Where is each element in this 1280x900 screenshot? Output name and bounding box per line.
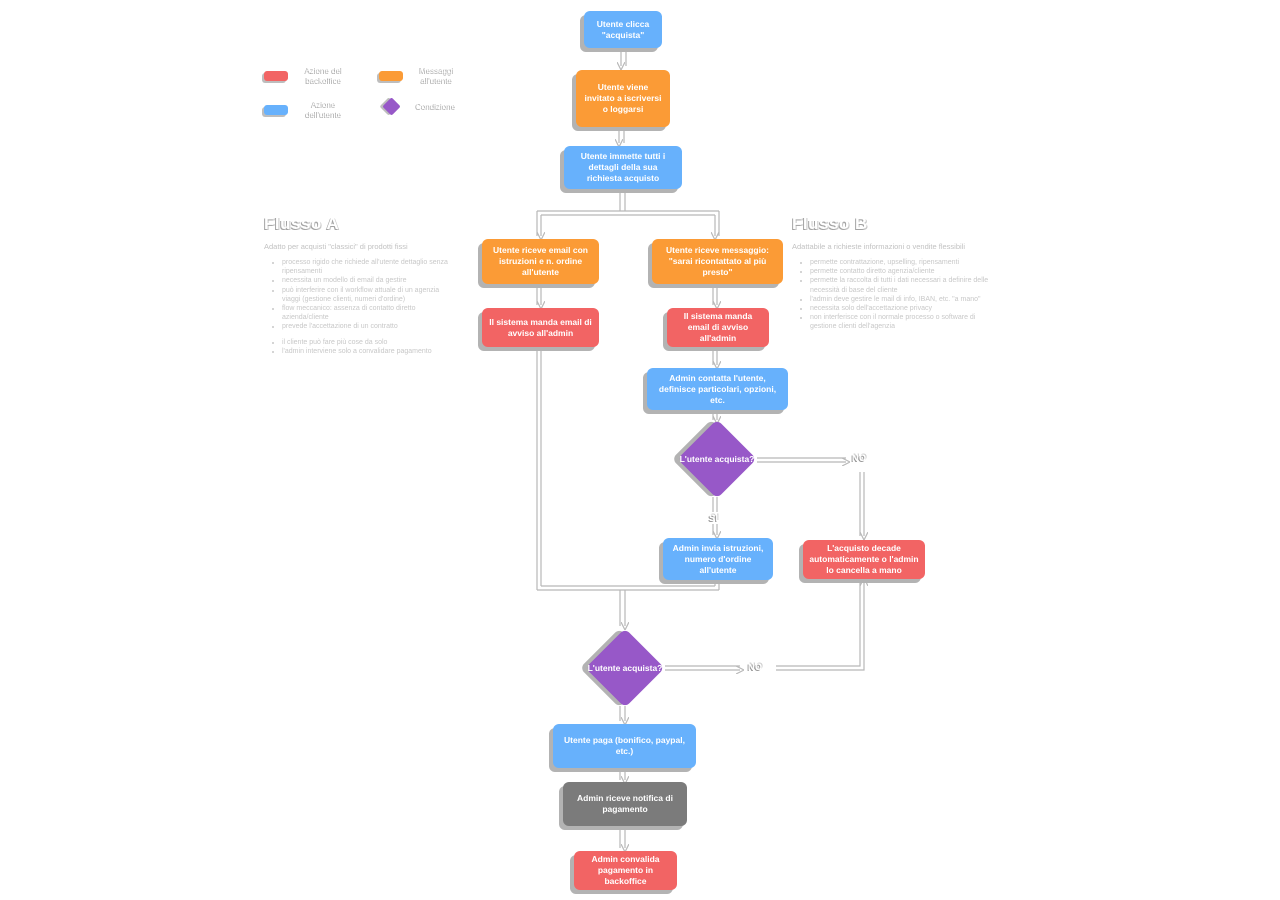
legend-item-user: Azione dell'utente [264,100,352,120]
condition-label: L'utente acquista? [679,454,755,464]
node-b-admin-contact[interactable]: Admin contatta l'utente, definisce parti… [647,368,788,410]
flux-b-subtitle: Adattabile a richieste informazioni o ve… [792,242,966,251]
node-admin-validates-payment[interactable]: Admin convalida pagamento in backoffice [574,851,677,890]
wire-b2-b3 [713,347,717,365]
node-a-email-instructions[interactable]: Utente riceve email con istruzioni e n. … [482,239,599,284]
list-item: non interferisce con il normale processo… [810,313,1002,331]
wire-notify-validate [620,826,625,848]
node-b-admin-notify[interactable]: Il sistema manda email di avviso all'adm… [667,308,769,347]
node-login-invite[interactable]: Utente viene invitato a iscriversi o log… [576,70,670,127]
list-item: necessita un modello di email da gestire [282,276,459,285]
node-purchase-cancelled[interactable]: L'acquisto decade automaticamente o l'ad… [803,540,925,579]
list-item: permette contrattazione, upselling, ripe… [810,258,1002,267]
list-item: necessita solo dell'accettazione privacy [810,304,1002,313]
flux-b-panel: Flusso B Adattabile a richieste informaz… [792,214,1002,332]
flux-a-list: processo rigido che richiede all'utente … [264,258,459,332]
wire-b4-merge [714,580,720,590]
wire-c2-no [665,666,740,670]
condition-label: L'utente acquista? [587,663,663,673]
node-b-message-recontact[interactable]: Utente riceve messaggio: "sarai ricontat… [652,239,783,284]
legend-label: Messaggi all'utente [419,66,455,85]
c1-yes-label: SI [709,513,719,523]
list-item: il cliente può fare più cose da solo [282,338,459,347]
flux-b-list: permette contrattazione, upselling, ripe… [792,258,1002,332]
legend-item-messages: Messaggi all'utente [379,66,465,86]
list-item: l'admin interviene solo a convalidare pa… [282,347,459,356]
legend-item-condition: Condizione [379,97,464,116]
c1-no-label: NO [852,453,867,463]
node-admin-payment-notification[interactable]: Admin riceve notifica di pagamento [563,782,687,826]
node-user-pays[interactable]: Utente paga (bonifico, paypal, etc.) [553,724,696,768]
c2-no-label: NO [748,662,763,672]
wire-b1-b2 [713,284,717,305]
flux-a-subtitle: Adatto per acquisti "classici" di prodot… [264,242,408,251]
condition-b-user-buys[interactable]: L'utente acquista? [677,419,757,499]
list-item: flow meccanico: assenza di contatto dire… [282,304,459,322]
wire-c2-pay [620,706,625,721]
legend-swatch-orange-icon [379,71,403,81]
list-item: processo rigido che richiede all'utente … [282,258,459,276]
flux-a-title: Flusso A [264,214,340,233]
legend-label: Azione dell'utente [305,100,343,119]
legend-label: Condizione [415,101,457,111]
flux-b-title: Flusso B [792,214,868,233]
node-user-clicks-buy[interactable]: Utente clicca "acquista" [584,11,662,48]
wire-a1-a2 [537,284,541,305]
list-item: permette la raccolta di tutti i dati nec… [810,276,1002,294]
node-enter-details[interactable]: Utente immette tutti i dettagli della su… [564,146,682,189]
wire-pay-notify [620,768,625,780]
list-item: può interferire con il workflow attuale … [282,286,459,304]
legend-swatch-red-icon [264,71,288,81]
wire-n3-split [619,189,626,211]
node-b-admin-sends-instructions[interactable]: Admin invia istruzioni, numero d'ordine … [663,538,773,580]
wire-a2-merge [536,347,542,590]
list-item: l'admin deve gestire le mail di info, IB… [810,295,1002,304]
wire-c1-no [757,458,846,462]
legend-item-backoffice: Azione del backoffice [264,66,352,86]
legend-swatch-blue-icon [264,105,288,115]
legend-label: Azione del backoffice [305,66,343,85]
legend-diamond-icon [382,97,401,116]
flux-a-panel: Flusso A Adatto per acquisti "classici" … [264,214,459,356]
flux-a-list-extra: il cliente può fare più cose da solo l'a… [264,338,459,356]
list-item: permette contatto diretto agenzia/client… [810,267,1002,276]
list-item: prevede l'accettazione di un contratto [282,322,459,331]
condition-user-buys[interactable]: L'utente acquista? [585,628,665,708]
node-a-admin-notify[interactable]: Il sistema manda email di avviso all'adm… [482,308,599,347]
wire-c1-yes [712,497,718,512]
